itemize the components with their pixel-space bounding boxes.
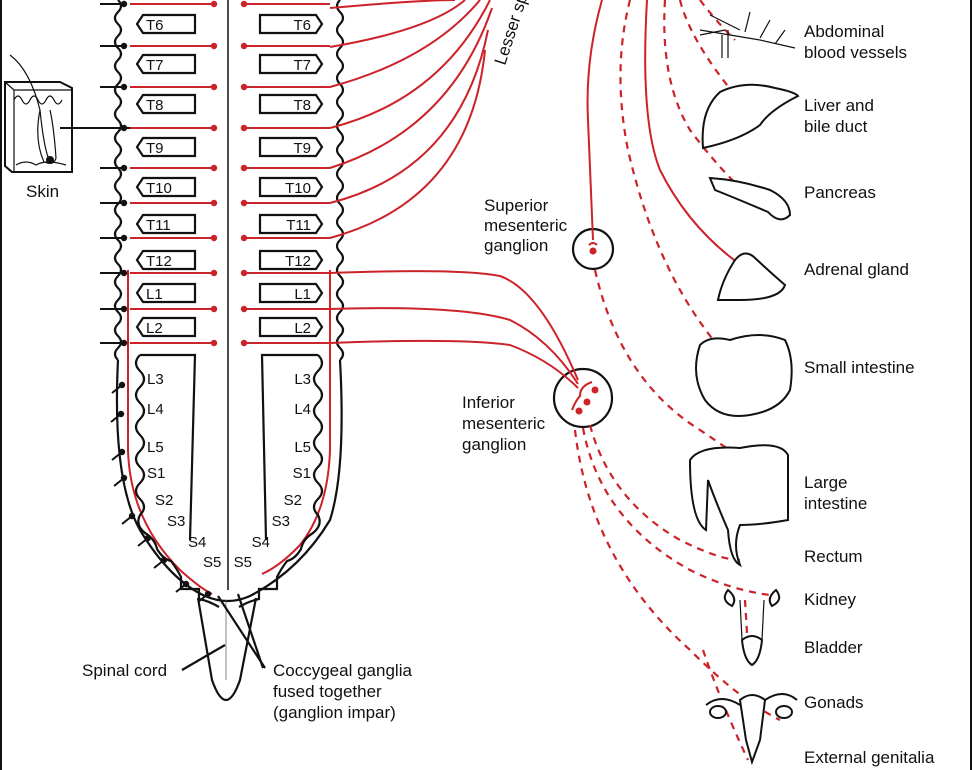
segment-label-left-L5: L5 <box>147 439 164 456</box>
vertebra-left-T7 <box>135 53 197 75</box>
segment-label-left-T9: T9 <box>146 140 164 157</box>
large-intestine-icon <box>688 444 789 568</box>
abdominal-blood-vessels-icon <box>699 11 796 58</box>
segment-label-right-L1: L1 <box>294 286 311 303</box>
organ-label-pancreas: Pancreas <box>804 183 876 202</box>
organ-label-abdominal-blood-vessels: Abdominal blood vessels <box>804 22 907 62</box>
vertebra-right-T7 <box>258 53 324 75</box>
skin-label: Skin <box>26 182 59 201</box>
segment-label-right-T12: T12 <box>285 253 311 270</box>
vertebra-right-T6 <box>258 13 324 35</box>
splanchnic-curves <box>329 0 746 389</box>
cord-inner-left <box>134 353 220 608</box>
organ-label-external-genitalia: External genitalia <box>804 748 935 767</box>
inferior-mesenteric-label: Inferior mesenteric ganglion <box>462 393 550 454</box>
organ-label-rectum: Rectum <box>804 547 863 566</box>
segment-label-left-S2: S2 <box>155 492 173 509</box>
vertebra-right-T8 <box>258 93 324 115</box>
gonads-uterus-icon <box>705 693 798 766</box>
segment-label-right-L5: L5 <box>294 439 311 456</box>
segment-label-left-T11: T11 <box>146 217 171 234</box>
organ-label-bladder: Bladder <box>804 638 863 657</box>
segment-label-right-S2: S2 <box>284 492 302 509</box>
vertebra-left-T6 <box>135 13 197 35</box>
coccygeal-label: Coccygeal ganglia fused together (gangli… <box>273 661 417 722</box>
segment-label-right-L4: L4 <box>294 401 311 418</box>
vertebra-left-T10 <box>135 176 197 198</box>
skin-illustration <box>4 54 73 173</box>
lesser-splanchnic-label: Lesser sp <box>491 0 532 67</box>
segment-label-right-T8: T8 <box>293 97 311 114</box>
kidney-bladder-icon <box>723 588 781 667</box>
sympathetic-chain-left <box>113 0 343 603</box>
organ-label-gonads: Gonads <box>804 693 864 712</box>
vertebra-right-T12 <box>258 249 324 271</box>
segment-label-left-T12: T12 <box>146 253 172 270</box>
segment-label-right-L2: L2 <box>294 320 311 337</box>
vertebra-left-T9 <box>135 136 197 158</box>
organ-label-liver: Liver and bile duct <box>804 96 879 136</box>
vertebra-left-T8 <box>135 93 197 115</box>
superior-mesenteric-label: Superior mesenteric ganglion <box>484 196 572 255</box>
segment-label-right-S4: S4 <box>252 534 270 551</box>
segment-label-right-S5: S5 <box>234 554 252 571</box>
segment-label-right-S1: S1 <box>293 465 311 482</box>
segment-label-right-T9: T9 <box>293 140 311 157</box>
small-intestine-icon <box>695 334 793 417</box>
liver-icon <box>701 83 800 150</box>
segment-label-left-T10: T10 <box>146 180 172 197</box>
vertebra-right-T10 <box>258 176 324 198</box>
segment-label-left-S5: S5 <box>203 554 221 571</box>
inferior-mesenteric-ganglion <box>552 367 614 429</box>
spinal-cord-label: Spinal cord <box>82 661 167 680</box>
segment-label-right-S3: S3 <box>272 513 290 530</box>
segment-label-left-L2: L2 <box>146 320 163 337</box>
segment-label-left-S3: S3 <box>167 513 185 530</box>
segment-label-right-T6: T6 <box>293 17 311 34</box>
spinal-cord-tail <box>196 597 258 701</box>
vertebra-left-L1 <box>135 282 197 304</box>
segment-label-left-L1: L1 <box>146 286 163 303</box>
coccygeal-pointer-1 <box>217 595 266 669</box>
vertebra-left-T12 <box>135 249 197 271</box>
organ-label-large-intestine: Large intestine <box>804 473 867 513</box>
segment-label-right-T7: T7 <box>293 57 311 74</box>
segment-label-left-L3: L3 <box>147 371 164 388</box>
segment-label-right-T11: T11 <box>286 217 311 234</box>
segment-label-left-L4: L4 <box>147 401 164 418</box>
segment-label-left-T6: T6 <box>146 17 164 34</box>
organ-label-small-intestine: Small intestine <box>804 358 915 377</box>
adrenal-gland-icon <box>716 252 787 301</box>
vertebra-left-L2 <box>135 316 197 338</box>
segment-label-left-S1: S1 <box>147 465 165 482</box>
segment-label-right-L3: L3 <box>294 371 311 388</box>
segment-label-right-T10: T10 <box>285 180 311 197</box>
vertebra-right-T9 <box>258 136 324 158</box>
segment-label-left-T8: T8 <box>146 97 164 114</box>
cord-inner-right <box>238 353 324 608</box>
organ-label-kidney: Kidney <box>804 590 856 609</box>
vertebra-right-T11 <box>258 213 324 235</box>
segment-label-left-T7: T7 <box>146 57 164 74</box>
vertebra-left-T11 <box>135 213 197 235</box>
vertebra-right-L1 <box>258 282 324 304</box>
pancreas-icon <box>708 176 792 221</box>
segment-label-left-S4: S4 <box>188 534 206 551</box>
coccygeal-pointer-2 <box>236 593 265 669</box>
spinal-cord-pointer <box>181 644 226 671</box>
organ-label-adrenal: Adrenal gland <box>804 260 909 279</box>
preganglionic-fibers <box>100 0 330 603</box>
vertebra-right-L2 <box>258 316 324 338</box>
